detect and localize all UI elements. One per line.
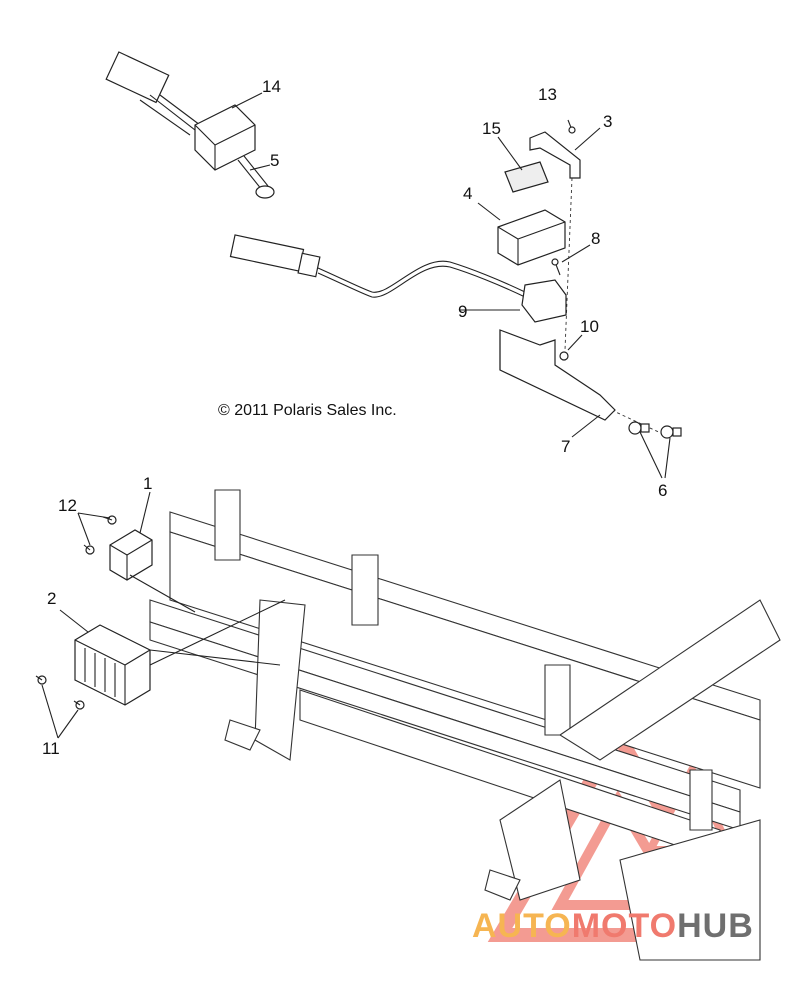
callout-5: 5 [270,151,280,170]
watermark-text: AUTOMOTOHUB [472,907,754,946]
screws-11 [35,675,85,739]
callout-2: 2 [47,589,57,608]
screws-6 [628,421,682,479]
callout-12: 12 [58,496,77,515]
bracket-7 [499,329,616,438]
callout-3: 3 [603,112,613,131]
pad-15 [497,136,549,193]
callout-10: 10 [580,317,599,336]
callout-14: 14 [262,77,281,96]
callout-1: 1 [143,474,153,493]
chassis-frame [149,489,781,961]
callout-11: 11 [42,739,60,758]
watermark-hub: HUB [677,907,754,945]
module-1 [109,491,196,613]
module-4 [477,202,566,266]
connector-harness-14 [105,51,263,171]
copyright-text: © 2011 Polaris Sales Inc. [218,402,397,419]
callout-13: 13 [538,85,557,104]
pin-5 [237,155,275,199]
callout-8: 8 [591,229,601,248]
watermark-moto: MOTO [571,907,678,945]
sensor-9 [229,234,567,323]
screw-8 [551,244,591,276]
callout-7: 7 [561,437,571,456]
screw-13 [567,119,576,134]
callout-9: 9 [458,302,468,321]
nut-10 [559,334,583,361]
callout-15: 15 [482,119,501,138]
regulator-2 [59,599,286,706]
screws-12 [77,512,117,555]
callout-6: 6 [658,481,668,500]
callout-4: 4 [463,184,473,203]
watermark-auto: AUTO [472,907,572,945]
bracket-3 [529,127,601,179]
